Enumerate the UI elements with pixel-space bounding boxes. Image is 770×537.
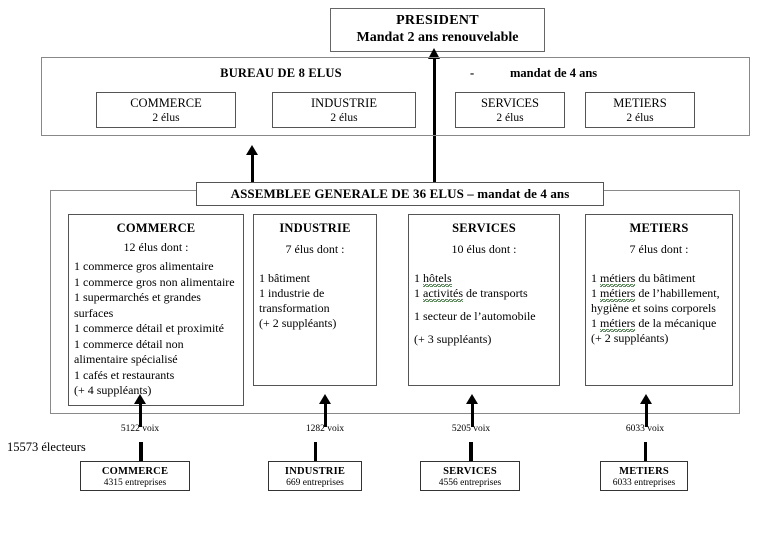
college-line: 1 industrie de transformation xyxy=(259,286,330,315)
bottom-box-entreprises: 669 entreprises xyxy=(286,478,344,488)
college-elus: 7 élus dont : xyxy=(285,242,345,256)
bureau-cell-name: SERVICES xyxy=(480,96,540,110)
college-lines: 1 bâtiment 1 industrie de transformation… xyxy=(254,271,376,331)
bottom-box-name: INDUSTRIE xyxy=(284,466,346,477)
college-name: METIERS xyxy=(629,221,689,235)
bureau-cell-elus: 2 élus xyxy=(330,112,358,124)
connector-assemblee-bureau xyxy=(251,153,254,183)
college-elus: 10 élus dont : xyxy=(451,242,517,256)
college-elus: 12 élus dont : xyxy=(123,240,189,254)
arrow-assemblee-bureau xyxy=(246,145,258,155)
bureau-dash: - xyxy=(470,66,475,80)
college-line: (+ 3 suppléants) xyxy=(414,332,492,346)
college-line: 1 commerce gros non alimentaire xyxy=(74,274,235,289)
bottom-box-name: SERVICES xyxy=(443,466,497,477)
spacer xyxy=(414,301,554,309)
college-name: SERVICES xyxy=(452,221,516,235)
bureau-mandate: mandat de 4 ans xyxy=(510,66,598,80)
bureau-cell-commerce: COMMERCE 2 élus xyxy=(96,92,236,128)
college-line: 1 hôtels xyxy=(414,271,452,287)
connector-industrie-up xyxy=(324,403,327,427)
bottom-box-services: SERVICES 4556 entreprises xyxy=(420,461,520,491)
college-line: 1 cafés et restaurants xyxy=(74,367,175,382)
assemblee-title: ASSEMBLEE GENERALE DE 36 ELUS – mandat d… xyxy=(230,186,570,201)
college-line: (+ 4 suppléants) xyxy=(74,383,152,397)
college-box-metiers: METIERS 7 élus dont : 1 métiers du bâtim… xyxy=(585,214,733,386)
college-line: (+ 2 suppléants) xyxy=(591,331,669,345)
connector-metiers-up xyxy=(645,403,648,427)
college-line: 1 commerce détail et proximité xyxy=(74,321,224,335)
president-title: PRESIDENT xyxy=(396,13,479,28)
bottom-box-entreprises: 4556 entreprises xyxy=(438,478,502,488)
bottom-box-commerce: COMMERCE 4315 entreprises xyxy=(80,461,190,491)
college-line: (+ 2 suppléants) xyxy=(259,316,337,330)
bureau-cell-elus: 2 élus xyxy=(626,112,654,124)
voix-label-metiers: 6033 voix xyxy=(625,424,665,434)
bottom-box-industrie: INDUSTRIE 669 entreprises xyxy=(268,461,362,491)
spellcheck-word: activités xyxy=(423,286,463,302)
arrow-industrie-up xyxy=(319,394,331,404)
bureau-outer-box xyxy=(41,57,750,136)
college-box-commerce: COMMERCE 12 élus dont : 1 commerce gros … xyxy=(68,214,244,406)
president-box: PRESIDENT Mandat 2 ans renouvelable xyxy=(330,8,545,52)
arrow-services-up xyxy=(466,394,478,404)
bureau-title: BUREAU DE 8 ELUS xyxy=(220,66,342,80)
voix-label-services: 5205 voix xyxy=(451,424,491,434)
connector-bottom-metiers xyxy=(644,442,647,461)
college-name: INDUSTRIE xyxy=(279,221,351,235)
college-lines: 1 métiers du bâtiment 1 métiers de l’hab… xyxy=(586,271,732,346)
college-box-industrie: INDUSTRIE 7 élus dont : 1 bâtiment 1 ind… xyxy=(253,214,377,386)
arrow-assemblee-president xyxy=(428,48,440,59)
electeurs-label: 15573 électeurs xyxy=(7,440,86,454)
bottom-box-name: COMMERCE xyxy=(101,466,169,477)
arrow-metiers-up xyxy=(640,394,652,404)
bottom-box-name: METIERS xyxy=(619,466,669,477)
connector-commerce-up xyxy=(139,403,142,427)
bureau-cell-name: COMMERCE xyxy=(130,96,202,110)
connector-assemblee-president xyxy=(433,57,436,183)
assemblee-generale-box: ASSEMBLEE GENERALE DE 36 ELUS – mandat d… xyxy=(196,182,604,206)
president-mandate: Mandat 2 ans renouvelable xyxy=(356,30,519,45)
college-line: 1 activités de transports xyxy=(414,286,528,302)
bureau-cell-metiers: METIERS 2 élus xyxy=(585,92,695,128)
bureau-cell-services: SERVICES 2 élus xyxy=(455,92,565,128)
arrow-commerce-up xyxy=(134,394,146,404)
college-line: 1 supermarchés et grandes surfaces xyxy=(74,290,201,320)
college-line: 1 métiers de l’habillement, hygiène et s… xyxy=(591,286,720,315)
bottom-box-metiers: METIERS 6033 entreprises xyxy=(600,461,688,491)
spellcheck-word: hôtels xyxy=(423,271,452,287)
spellcheck-word: métiers xyxy=(600,286,636,302)
spellcheck-word: métiers xyxy=(600,271,636,287)
college-line: 1 secteur de l’automobile xyxy=(414,309,536,323)
college-line: 1 commerce détail non alimentaire spécia… xyxy=(74,336,184,367)
college-line: 1 bâtiment xyxy=(259,271,310,285)
college-name: COMMERCE xyxy=(116,221,196,235)
voix-label-industrie: 1282 voix xyxy=(305,424,345,434)
college-box-services: SERVICES 10 élus dont : 1 hôtels 1 activ… xyxy=(408,214,560,386)
connector-bottom-industrie xyxy=(314,442,317,461)
connector-bottom-commerce xyxy=(139,442,143,461)
spellcheck-word: métiers xyxy=(600,316,636,332)
spacer xyxy=(414,324,554,332)
college-lines: 1 hôtels 1 activités de transports 1 sec… xyxy=(409,271,559,347)
bureau-cell-elus: 2 élus xyxy=(152,112,180,124)
college-elus: 7 élus dont : xyxy=(629,242,689,256)
bureau-cell-elus: 2 élus xyxy=(496,112,524,124)
bottom-box-entreprises: 4315 entreprises xyxy=(103,478,167,488)
bureau-cell-industrie: INDUSTRIE 2 élus xyxy=(272,92,416,128)
bottom-box-entreprises: 6033 entreprises xyxy=(612,478,676,488)
bureau-cell-name: METIERS xyxy=(613,96,667,110)
connector-services-up xyxy=(471,403,474,427)
college-lines: 1 commerce gros alimentaire 1 commerce g… xyxy=(69,259,243,399)
college-line: 1 métiers du bâtiment xyxy=(591,271,696,287)
connector-bottom-services xyxy=(469,442,473,461)
college-line: 1 commerce gros alimentaire xyxy=(74,259,214,273)
bureau-cell-name: INDUSTRIE xyxy=(311,96,377,110)
college-line: 1 métiers de la mécanique xyxy=(591,316,717,332)
voix-label-commerce: 5122 voix xyxy=(120,424,160,434)
